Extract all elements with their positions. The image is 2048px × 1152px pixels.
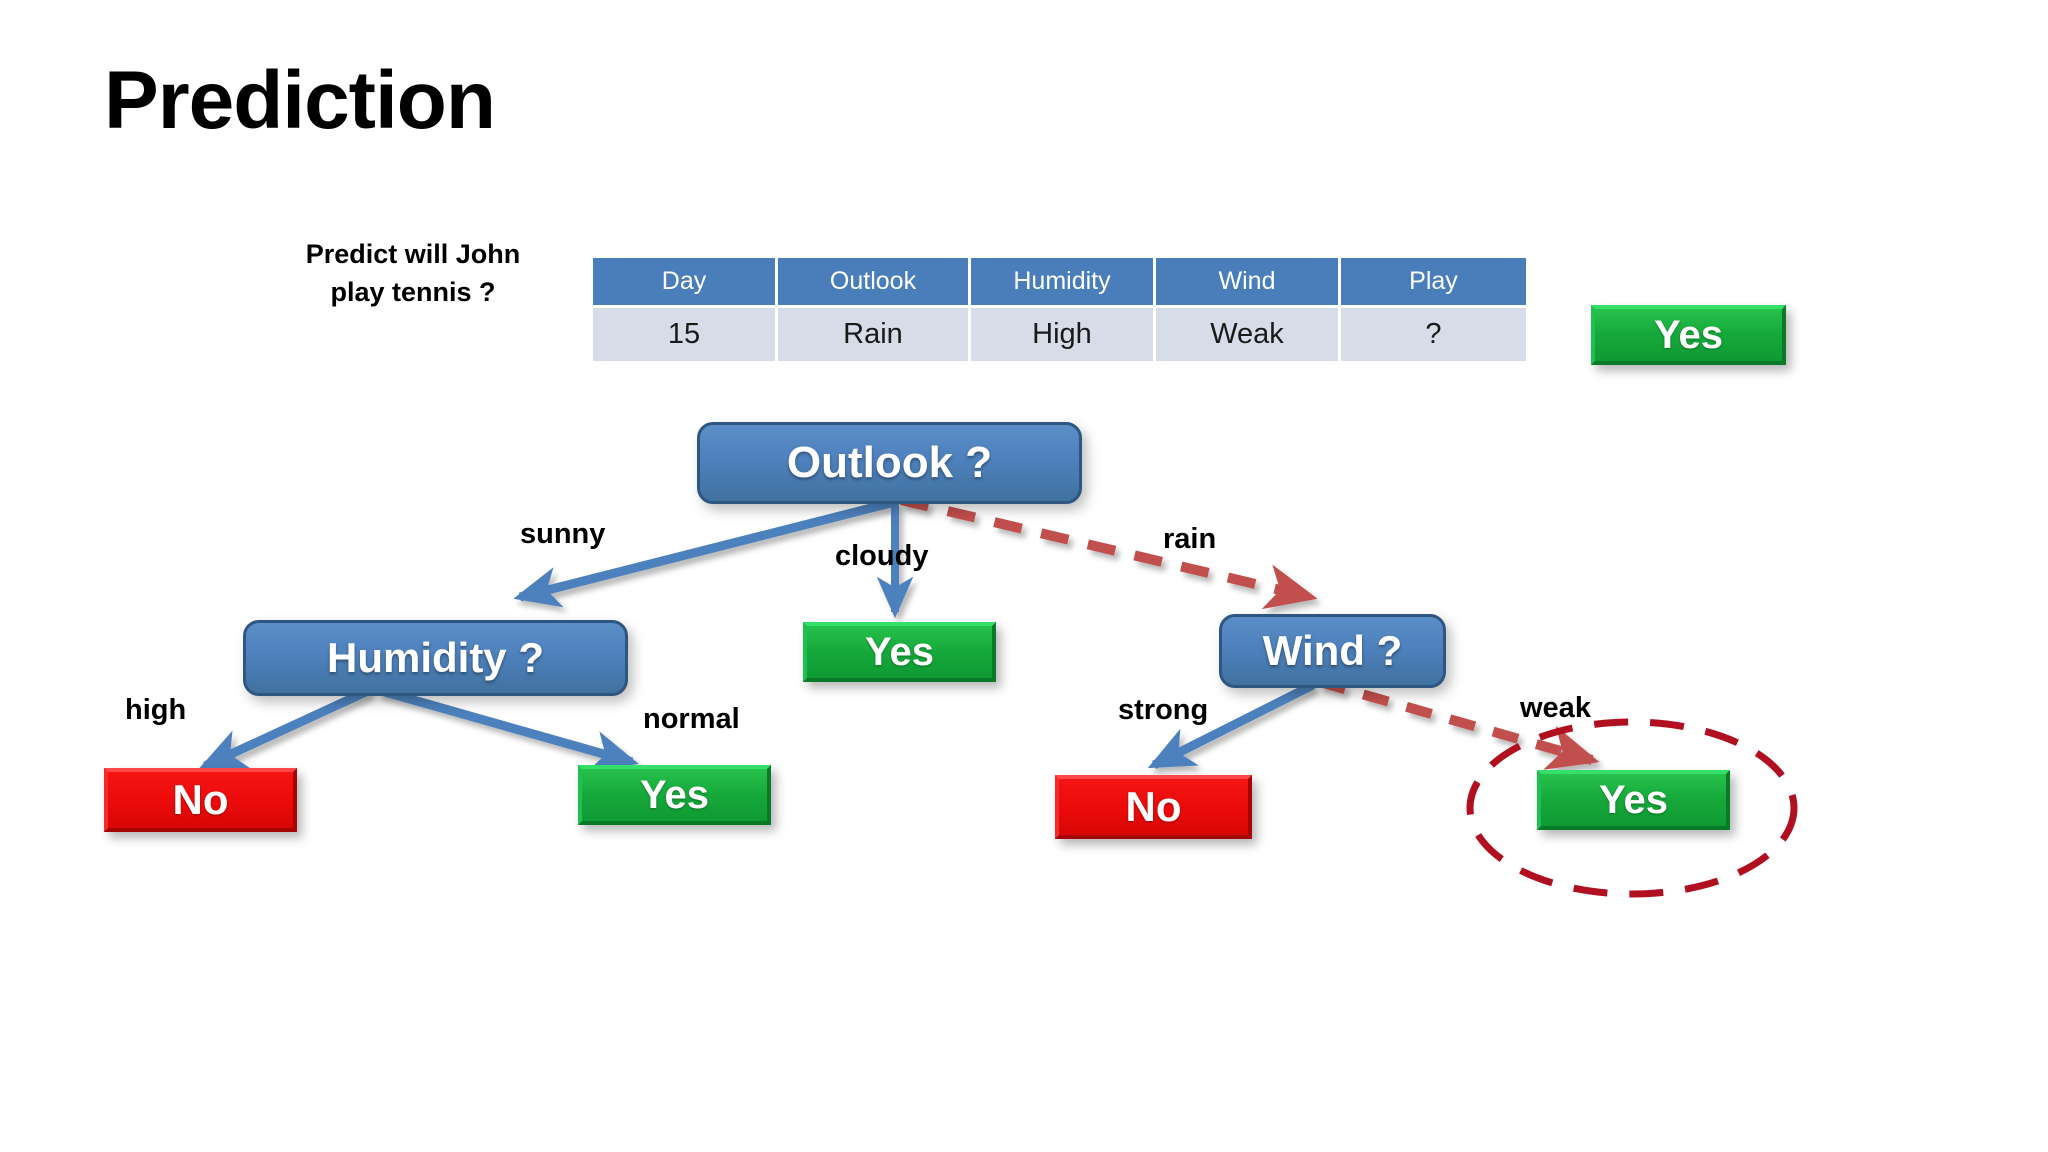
column-header-day: Day <box>593 258 775 305</box>
edge-label-rain: rain <box>1163 523 1217 555</box>
tree-leaf-normal-yes[interactable]: Yes <box>578 765 771 825</box>
edge-label-strong: strong <box>1118 694 1209 726</box>
edge-humidity-high <box>198 685 372 771</box>
cell-outlook: Rain <box>778 308 968 361</box>
tree-node-humidity[interactable]: Humidity ? <box>243 620 628 696</box>
edge-label-weak: weak <box>1520 692 1591 724</box>
column-header-outlook: Outlook <box>778 258 968 305</box>
cell-play: ? <box>1341 308 1526 361</box>
cell-day: 15 <box>593 308 775 361</box>
edge-label-sunny: sunny <box>520 518 606 550</box>
edge-label-normal: normal <box>643 703 740 735</box>
answer-badge: Yes <box>1591 305 1786 365</box>
page-title: Prediction <box>104 55 496 146</box>
tree-leaf-strong-no[interactable]: No <box>1055 775 1252 839</box>
column-header-wind: Wind <box>1156 258 1338 305</box>
table-header-row: Day Outlook Humidity Wind Play <box>593 258 1526 305</box>
edge-label-high: high <box>125 694 187 726</box>
cell-humidity: High <box>971 308 1153 361</box>
tree-leaf-high-no[interactable]: No <box>104 768 297 832</box>
edge-label-cloudy: cloudy <box>835 540 929 572</box>
tree-leaf-cloudy-yes[interactable]: Yes <box>803 622 996 682</box>
edge-outlook-rain <box>899 495 1318 610</box>
tree-node-wind[interactable]: Wind ? <box>1219 614 1446 688</box>
cell-wind: Weak <box>1156 308 1338 361</box>
prediction-question-line-2: play tennis ? <box>330 277 496 308</box>
tree-leaf-weak-yes[interactable]: Yes <box>1537 770 1730 830</box>
prediction-question-line-1: Predict will John <box>305 239 521 269</box>
table-row: 15 Rain High Weak ? <box>593 308 1526 361</box>
column-header-play: Play <box>1341 258 1526 305</box>
prediction-question: Predict will John play tennis ? <box>268 235 558 312</box>
edge-humidity-normal <box>376 685 639 771</box>
column-header-humidity: Humidity <box>971 258 1153 305</box>
instance-table: Day Outlook Humidity Wind Play 15 Rain H… <box>590 255 1529 364</box>
tree-node-outlook[interactable]: Outlook ? <box>697 422 1082 504</box>
